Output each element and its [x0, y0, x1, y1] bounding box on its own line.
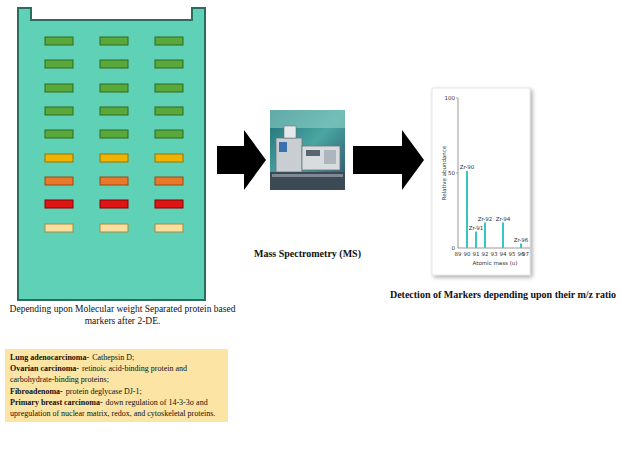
disease-name: Fibroadenoma-: [10, 387, 63, 396]
tick-label: 95: [509, 251, 516, 257]
peak-label: Zr-91: [469, 225, 484, 231]
note-line: Fibroadenoma-protein deglycase DJ-1;: [10, 386, 223, 397]
instrument-node: Mass Spectrometry (MS): [270, 110, 345, 190]
peak-label: Zr-94: [496, 216, 511, 222]
marker-text: Cathepsin D;: [92, 353, 134, 362]
tick-label: 50: [448, 170, 455, 176]
spectrum-node: Detection of Markers depending upon thei…: [432, 88, 530, 275]
tick-label: 93: [491, 251, 498, 257]
gel-node: Depending upon Molecular weight Separate…: [18, 8, 205, 300]
tick-label: 90: [464, 251, 471, 257]
mass-spectrometer-photo: [270, 110, 345, 190]
gel-plate: [18, 8, 205, 300]
tick-label: 0: [452, 245, 456, 251]
note-line: Lung adenocarcinoma-Cathepsin D;: [10, 352, 223, 363]
tick-label: 100: [445, 95, 456, 101]
tick-label: 97: [522, 251, 529, 257]
disease-name: Ovarian carcinoma-: [10, 364, 79, 373]
peak-label: Zr-96: [514, 237, 529, 243]
caption: Detection of Markers depending upon thei…: [382, 289, 624, 302]
axis-title: Relative abundance: [441, 146, 447, 201]
note-line: Primary breast carcinoma-down regulation…: [10, 397, 223, 419]
caption: Mass Spectrometry (MS): [235, 248, 380, 261]
block-arrow: [353, 130, 424, 190]
block-arrow: [217, 130, 266, 190]
axis-title: Atomic mass (u): [473, 260, 518, 266]
tick-label: 91: [473, 251, 480, 257]
tick-label: 94: [500, 251, 507, 257]
note-line: Ovarian carcinoma-retinoic acid-binding …: [10, 363, 223, 385]
peak-label: Zr-90: [460, 164, 475, 170]
disease-name: Primary breast carcinoma-: [10, 398, 103, 407]
mass-spectrum-chart: [432, 88, 530, 275]
marker-text: protein deglycase DJ-1;: [66, 387, 142, 396]
disease-name: Lung adenocarcinoma-: [10, 353, 89, 362]
peak-label: Zr-92: [478, 216, 493, 222]
caption: Depending upon Molecular weight Separate…: [5, 304, 240, 328]
note-box: Lung adenocarcinoma-Cathepsin D;Ovarian …: [5, 349, 228, 422]
tick-label: 92: [482, 251, 489, 257]
tick-label: 89: [455, 251, 462, 257]
